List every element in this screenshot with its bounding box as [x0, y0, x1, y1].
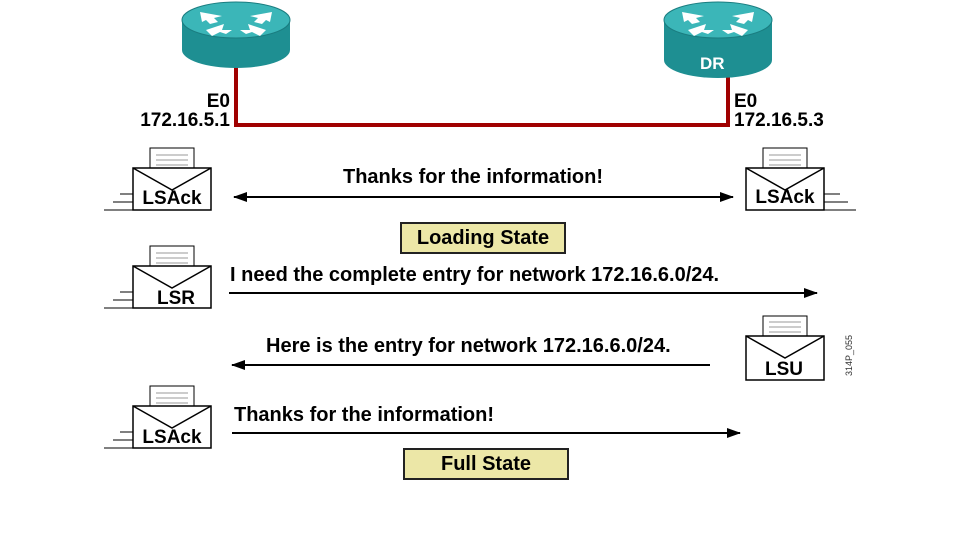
lsu-envelope-right: LSU	[745, 315, 825, 381]
message-thanks-1: Thanks for the information!	[343, 166, 603, 188]
dr-label: DR	[700, 54, 725, 73]
message-lsu: Here is the entry for network 172.16.6.0…	[266, 335, 671, 357]
router-icon-dr	[663, 1, 773, 78]
message-lsr: I need the complete entry for network 17…	[230, 264, 720, 286]
left-interface-label: E0	[206, 91, 230, 112]
message-thanks-2: Thanks for the information!	[234, 404, 494, 426]
lsack-envelope-left-1: LSAck	[104, 147, 212, 211]
full-state-badge: Full State	[403, 448, 569, 480]
lsr-envelope-left: LSR	[104, 245, 212, 309]
lsack-envelope-right-1: LSAck	[745, 147, 856, 211]
packet-label: LSAck	[142, 188, 202, 209]
lsack-envelope-left-2: LSAck	[104, 385, 212, 449]
packet-label: LSAck	[142, 427, 202, 448]
router-icon-left	[181, 1, 291, 68]
packet-label: LSAck	[755, 187, 815, 208]
ethernet-link	[234, 62, 730, 127]
right-interface-label: E0	[734, 91, 758, 112]
left-ip-label: 172.16.5.1	[140, 110, 230, 131]
right-ip-label: 172.16.5.3	[734, 110, 824, 131]
loading-state-badge: Loading State	[400, 222, 566, 254]
packet-label: LSR	[157, 288, 195, 309]
figure-id: 314P_055	[844, 334, 854, 376]
packet-label: LSU	[765, 359, 803, 380]
